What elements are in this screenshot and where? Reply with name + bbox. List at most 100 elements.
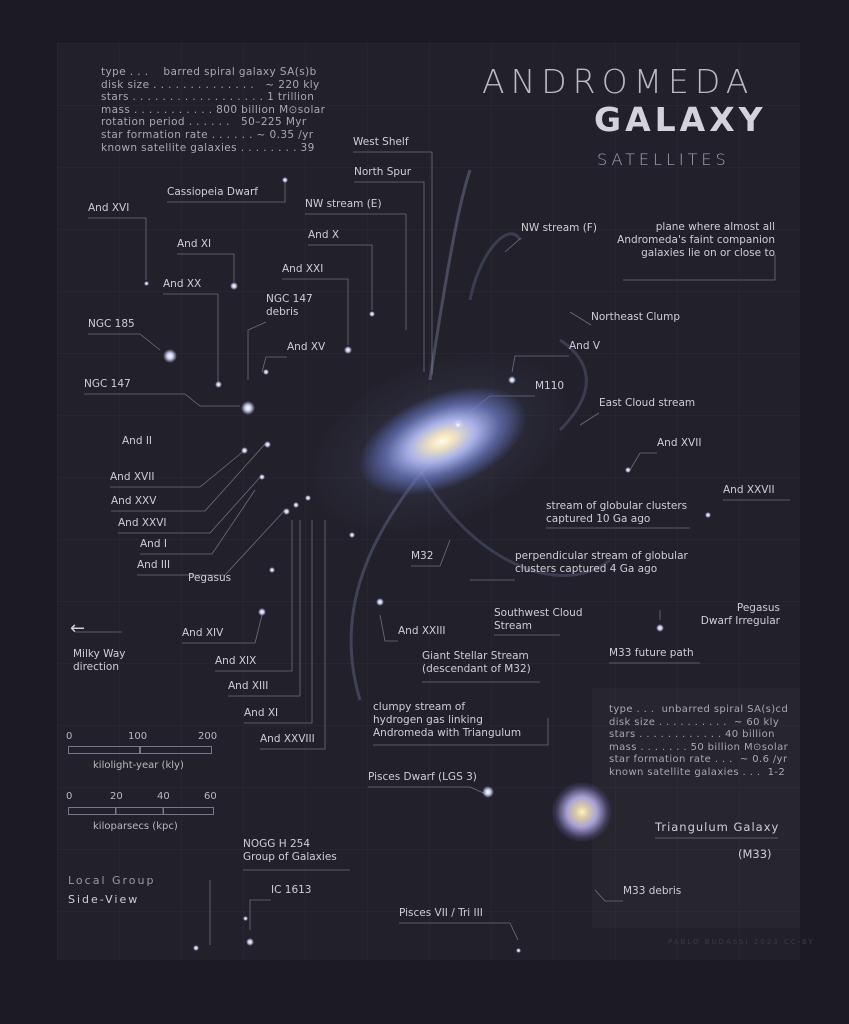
label-stream-of-globular-clusters: stream of globular clusters captured 10 …: [546, 500, 688, 525]
scale-kpc-tick: 20: [110, 791, 123, 802]
stat-line: star formation rate . . . . . . ~ 0.35 /…: [101, 128, 314, 141]
satellite-galaxy-dot: [452, 419, 464, 431]
label-and-v: And V: [569, 340, 601, 352]
satellite-galaxy-dot: [515, 947, 521, 953]
scale-kly-bar: [139, 746, 212, 754]
label-milky-way: Milky Way direction: [73, 648, 126, 673]
leader-line: [118, 474, 263, 534]
title-galaxy: GALAXY: [594, 100, 767, 139]
label-perpendicular-stream-of-globular: perpendicular stream of globular cluster…: [515, 550, 688, 575]
label-pisces-vii-tri-iii: Pisces VII / Tri III: [399, 907, 483, 919]
label-east-cloud-stream: East Cloud stream: [599, 397, 696, 409]
scale-kly-bar: [68, 746, 141, 754]
satellite-galaxy-dot: [246, 938, 254, 946]
label-and-xix: And XIX: [215, 655, 257, 667]
leader-line: [137, 509, 286, 576]
label-northeast-clump: Northeast Clump: [591, 311, 680, 323]
leader-line: [177, 253, 235, 282]
satellite-galaxy-dot: [263, 440, 271, 448]
leader-line: [261, 356, 287, 373]
satellite-galaxy-dot: [656, 624, 664, 632]
satellite-galaxy-dot: [705, 512, 711, 518]
satellite-galaxy-dot: [293, 502, 299, 508]
stat-line: type . . . unbarred spiral SA(s)cd: [609, 704, 789, 715]
satellite-galaxy-dot: [625, 467, 631, 473]
stat-line: mass . . . . . . . 50 billion M⊙solar: [609, 741, 789, 753]
stellar-stream: [468, 232, 522, 301]
scale-kpc-tick: 0: [66, 791, 73, 802]
label-pegasus: Pegasus: [188, 572, 232, 584]
scale-kpc-bar: [68, 807, 214, 815]
leader-line: [228, 520, 301, 697]
label-ngc-147: NGC 147: [84, 378, 131, 390]
satellite-galaxy-dot: [242, 915, 248, 921]
leader-line: [504, 237, 522, 253]
leader-line: [305, 213, 407, 330]
satellite-galaxy-dot: [241, 401, 255, 415]
leader-line: [244, 520, 313, 724]
label-and-iii: And III: [137, 559, 171, 571]
label-and-xxviii: And XXVIII: [260, 733, 315, 745]
label-and-xi: And XI: [177, 238, 212, 250]
leader-line: [354, 181, 425, 372]
satellite-galaxy-dot: [282, 507, 290, 515]
scale-kly-tick: 0: [66, 731, 73, 742]
label--m33: (M33): [738, 847, 772, 861]
stat-line: type . . . barred spiral galaxy SA(s)b: [101, 66, 317, 78]
label-southwest-cloud: Southwest Cloud Stream: [494, 607, 583, 632]
label-and-xvi: And XVI: [88, 202, 130, 214]
scale-kly-tick: 200: [198, 731, 218, 742]
leader-line: [247, 321, 267, 380]
label-pegasus: Pegasus Dwarf Irregular: [700, 602, 780, 627]
label-west-shelf: West Shelf: [353, 136, 409, 148]
label-m33-debris: M33 debris: [623, 885, 682, 897]
satellite-galaxy-dot: [143, 280, 149, 286]
leader-line: [594, 889, 623, 902]
leader-line: [579, 412, 600, 426]
label-plane-where-almost-all: plane where almost all Andromeda's faint…: [617, 221, 775, 259]
label-nw-stream-e: NW stream (E): [305, 198, 382, 210]
leader-line: [111, 443, 266, 512]
satellite-galaxy-dot: [344, 346, 352, 354]
leader-line: [110, 449, 246, 488]
label-cassiopeia-dwarf: Cassiopeia Dwarf: [167, 186, 258, 198]
leader-line: [399, 922, 519, 941]
satellite-galaxy-dot: [230, 282, 238, 290]
label-m33-future-path: M33 future path: [609, 647, 694, 659]
satellite-galaxy-dot: [163, 349, 177, 363]
title-andromeda: ANDROMEDA: [482, 62, 755, 101]
label-ngc-185: NGC 185: [88, 318, 135, 330]
title-satellites: SATELLITES: [597, 150, 730, 169]
label-ngc-147: NGC 147 debris: [266, 293, 313, 318]
stat-line: rotation period . . . . . . 50–225 Myr: [101, 116, 307, 129]
scale-kly-unit: kilolight-year (kly): [93, 760, 184, 771]
label-giant-stellar-stream: Giant Stellar Stream (descendant of M32): [422, 650, 531, 675]
label-and-xxvii: And XXVII: [723, 484, 775, 496]
stat-line: disk size . . . . . . . . . . ~ 60 kly: [609, 716, 780, 728]
leader-line: [623, 255, 776, 281]
satellite-galaxy-dot: [240, 446, 248, 454]
label-and-xxvi: And XXVI: [118, 517, 167, 529]
leader-line: [84, 393, 240, 407]
satellite-galaxy-dot: [263, 369, 269, 375]
satellite-galaxy-dot: [258, 608, 266, 616]
label-and-xiii: And XIII: [228, 680, 269, 692]
satellite-galaxy-dot: [269, 567, 275, 573]
label-and-xiv: And XIV: [182, 627, 224, 639]
leader-line: [569, 311, 592, 326]
label-pisces-dwarf-lgs-3: Pisces Dwarf (LGS 3): [368, 771, 477, 783]
label-and-x: And X: [308, 229, 340, 241]
satellite-galaxy-dot: [282, 177, 288, 183]
stat-line: star formation rate . . . ~ 0.6 /yr: [609, 754, 788, 766]
label-and-xx: And XX: [163, 278, 202, 290]
leader-line: [163, 293, 219, 382]
legend-side-view: Side-View: [68, 893, 140, 906]
stellar-stream: [558, 338, 588, 432]
milky-way-arrow: ←: [70, 618, 86, 639]
leader-line: [88, 217, 147, 280]
label-and-xxi: And XXI: [282, 263, 324, 275]
satellite-galaxy-dot: [214, 380, 222, 388]
label-and-xv: And XV: [287, 341, 326, 353]
